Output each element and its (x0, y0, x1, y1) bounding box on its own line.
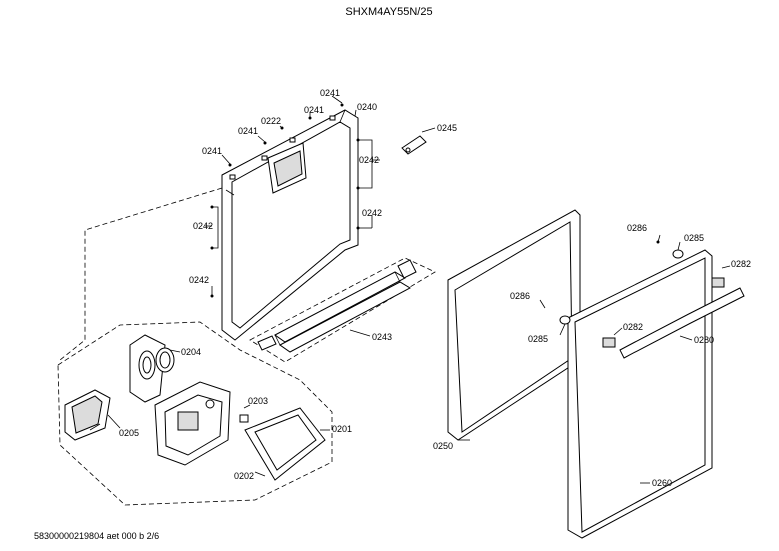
label-0282-left: 0282 (623, 322, 643, 332)
part-0201-dispenser (154, 381, 231, 466)
assembly-guide-line (59, 187, 223, 361)
leader-lines (107, 95, 731, 484)
label-0222: 0222 (261, 116, 281, 126)
model-title: SHXM4AY55N/25 (345, 6, 432, 18)
handle-0280 (619, 287, 745, 359)
part-0202-gasket (244, 407, 326, 481)
label-0260: 0260 (652, 478, 672, 488)
label-0280: 0280 (694, 335, 714, 345)
label-0285-right: 0285 (684, 233, 704, 243)
label-0242-right-lower: 0242 (362, 208, 382, 218)
handle-caps-0282 (602, 277, 725, 348)
label-0202: 0202 (234, 471, 254, 481)
label-0242-right-upper: 0242 (359, 155, 379, 165)
label-0241-top: 0241 (320, 88, 340, 98)
label-0242-left-lower: 0242 (189, 275, 209, 285)
part-0205-cover (64, 389, 111, 441)
document-code: 58300000219804 aet 000 b 2/6 (34, 531, 159, 541)
label-0250: 0250 (433, 441, 453, 451)
label-0240: 0240 (357, 102, 377, 112)
label-0243: 0243 (372, 332, 392, 342)
label-0241-d: 0241 (202, 146, 222, 156)
label-0285-left: 0285 (528, 334, 548, 344)
label-0201: 0201 (332, 424, 352, 434)
label-0241-c: 0241 (238, 126, 258, 136)
label-0282-right: 0282 (731, 259, 751, 269)
dispenser-group-outline (57, 321, 333, 506)
label-0286-left: 0286 (510, 291, 530, 301)
part-0203 (239, 414, 249, 423)
label-0242-left-upper: 0242 (193, 221, 213, 231)
hinge-rail-group-outline (249, 257, 436, 363)
label-0204: 0204 (181, 347, 201, 357)
inner-door-frame (221, 109, 359, 341)
label-0286-right: 0286 (627, 223, 647, 233)
door-panel-0250 (447, 209, 581, 441)
part-0245-clip (401, 135, 427, 155)
label-0205: 0205 (119, 428, 139, 438)
part-0204-seal (129, 334, 175, 403)
label-0241-b: 0241 (304, 105, 324, 115)
washer-0285 (559, 249, 684, 325)
hinge-rail (257, 259, 417, 353)
label-0203: 0203 (248, 396, 268, 406)
outer-door-0260 (567, 249, 713, 539)
label-0245: 0245 (437, 123, 457, 133)
